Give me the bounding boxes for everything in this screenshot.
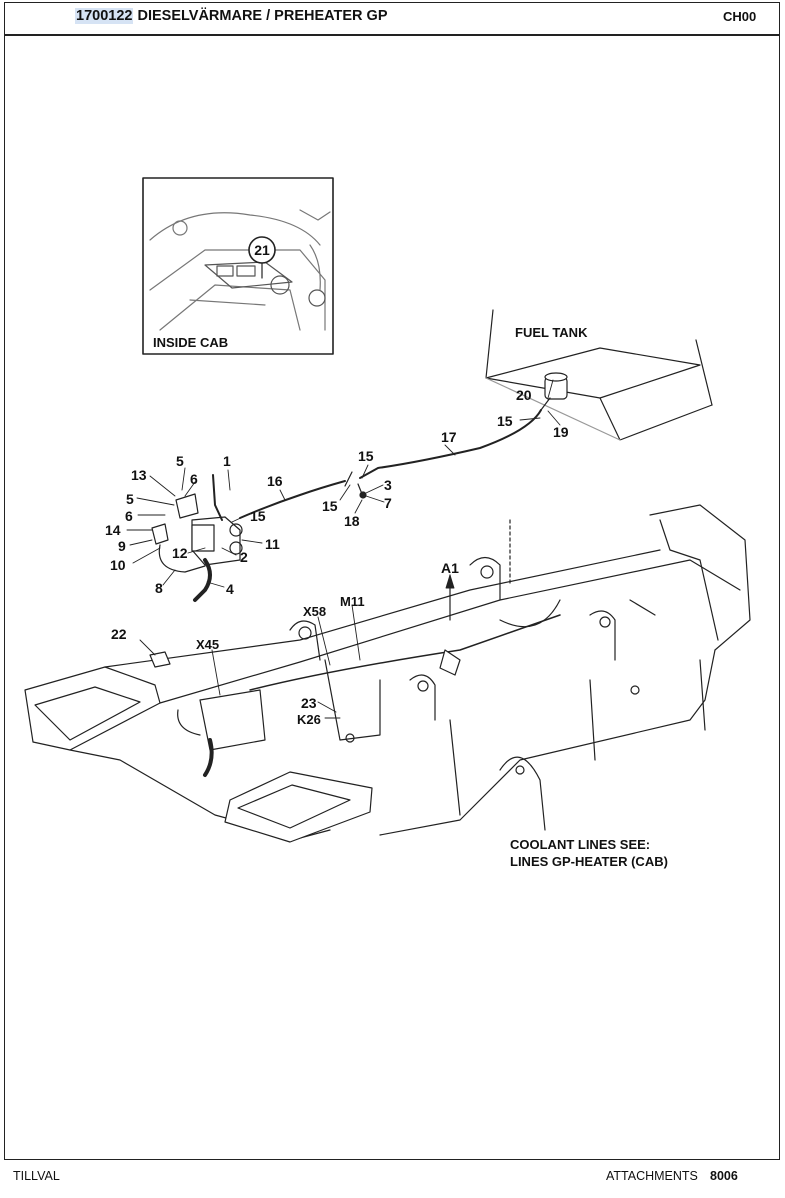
callout-8: 8	[155, 580, 163, 596]
leader-lines	[126, 379, 561, 719]
callout-5: 5	[126, 491, 134, 507]
note-line-1: COOLANT LINES SEE:	[510, 837, 650, 852]
callout-12: 12	[172, 545, 188, 561]
coolant-note: COOLANT LINES SEE: LINES GP-HEATER (CAB)	[510, 837, 668, 869]
fuel-tank: FUEL TANK	[485, 309, 713, 441]
callout-m11: M11	[340, 594, 365, 609]
callout-13: 13	[131, 467, 147, 483]
page-frame	[4, 2, 780, 1160]
section-code: CH00	[723, 9, 757, 24]
callout-labels: 20 15 19 17 15 3 15 7 18 16 1 5 6 13 5 6…	[105, 387, 569, 727]
fuel-tank-label: FUEL TANK	[515, 325, 588, 340]
page-title: 1700122 DIESELVÄRMARE / PREHEATER GP	[75, 8, 388, 24]
title-text: DIESELVÄRMARE / PREHEATER GP	[137, 8, 388, 24]
callout-6: 6	[190, 471, 198, 487]
callout-x45: X45	[196, 637, 219, 652]
fuel-line	[239, 409, 542, 519]
callout-7: 7	[384, 495, 392, 511]
callout-9: 9	[118, 538, 126, 554]
callout-16: 16	[267, 473, 283, 489]
callout-3: 3	[384, 477, 392, 493]
callout-x58: X58	[303, 604, 326, 619]
callout-k26: K26	[297, 712, 321, 727]
callout-15: 15	[322, 498, 338, 514]
heater-unit	[151, 474, 243, 602]
callout-18: 18	[344, 513, 360, 529]
callout-22: 22	[111, 626, 127, 642]
callout-17: 17	[441, 429, 457, 445]
chassis-frame	[24, 504, 751, 843]
callout-10: 10	[110, 557, 126, 573]
header-divider	[4, 34, 780, 36]
inset-caption: INSIDE CAB	[153, 335, 228, 350]
callout-15: 15	[497, 413, 513, 429]
footer-section: ATTACHMENTS	[606, 1169, 698, 1183]
callout-4: 4	[226, 581, 234, 597]
callout-a1: A1	[441, 560, 459, 576]
callout-15: 15	[250, 508, 266, 524]
callout-6: 6	[125, 508, 133, 524]
callout-15: 15	[358, 448, 374, 464]
callout-1: 1	[223, 453, 231, 469]
inset-callout: 21	[254, 242, 270, 258]
footer-left: TILLVAL	[13, 1169, 60, 1183]
callout-14: 14	[105, 522, 121, 538]
callout-11: 11	[265, 536, 280, 552]
footer-page-number: 8006	[710, 1169, 738, 1183]
callout-20: 20	[516, 387, 532, 403]
part-number: 1700122	[75, 8, 134, 24]
callout-5: 5	[176, 453, 184, 469]
callout-19: 19	[553, 424, 569, 440]
callout-2: 2	[240, 549, 248, 565]
callout-23: 23	[301, 695, 317, 711]
inset-inside-cab: 21 INSIDE CAB	[142, 177, 334, 355]
note-line-2: LINES GP-HEATER (CAB)	[510, 854, 668, 869]
